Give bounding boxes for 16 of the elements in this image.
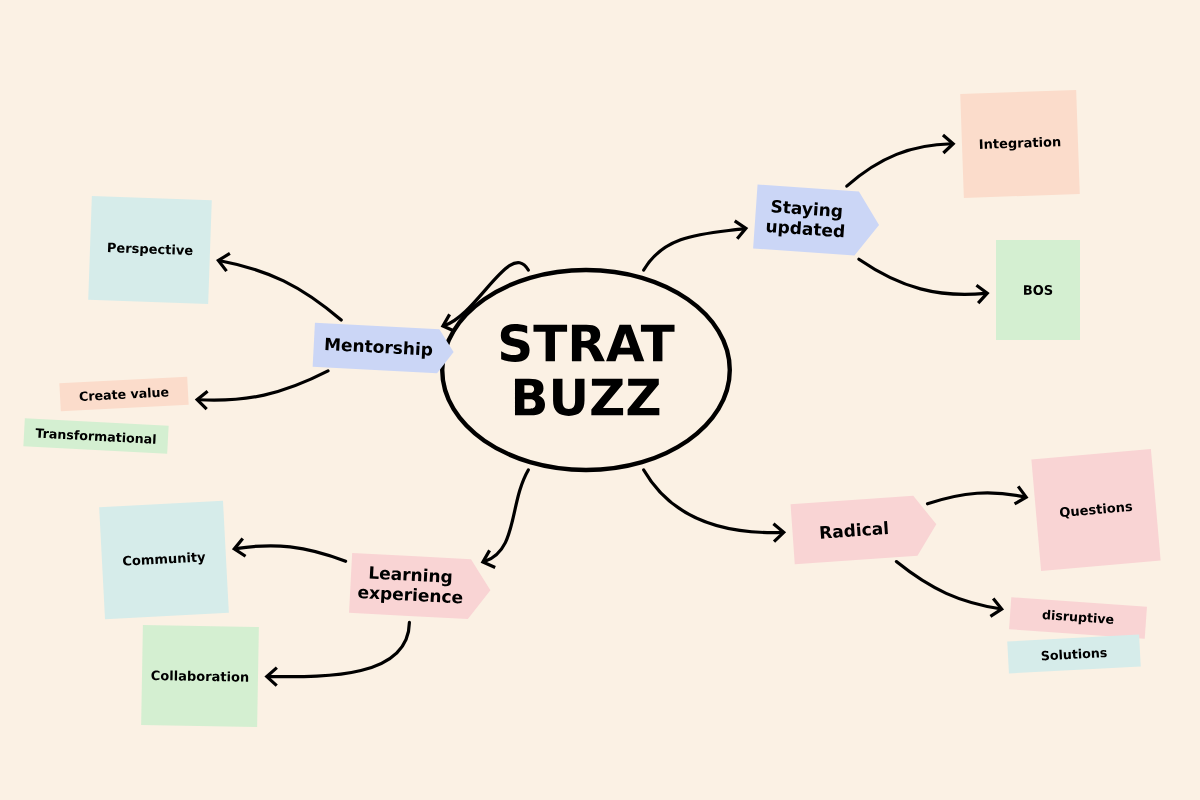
arrow xyxy=(264,620,411,687)
arrow xyxy=(480,468,530,569)
arrow xyxy=(194,369,330,411)
arrow xyxy=(216,252,343,322)
topic-tag: Radical xyxy=(790,495,937,565)
arrow xyxy=(925,485,1029,506)
topic-tag: Mentorship xyxy=(312,322,454,374)
arrow xyxy=(642,468,787,543)
topic-tag: Learning experience xyxy=(349,552,491,620)
arrow xyxy=(642,219,749,272)
topic-tag: Staying updated xyxy=(753,184,880,256)
arrow xyxy=(440,261,530,333)
arrow xyxy=(857,257,990,305)
arrow xyxy=(231,537,348,563)
arrow xyxy=(845,133,956,188)
arrow xyxy=(894,560,1005,618)
